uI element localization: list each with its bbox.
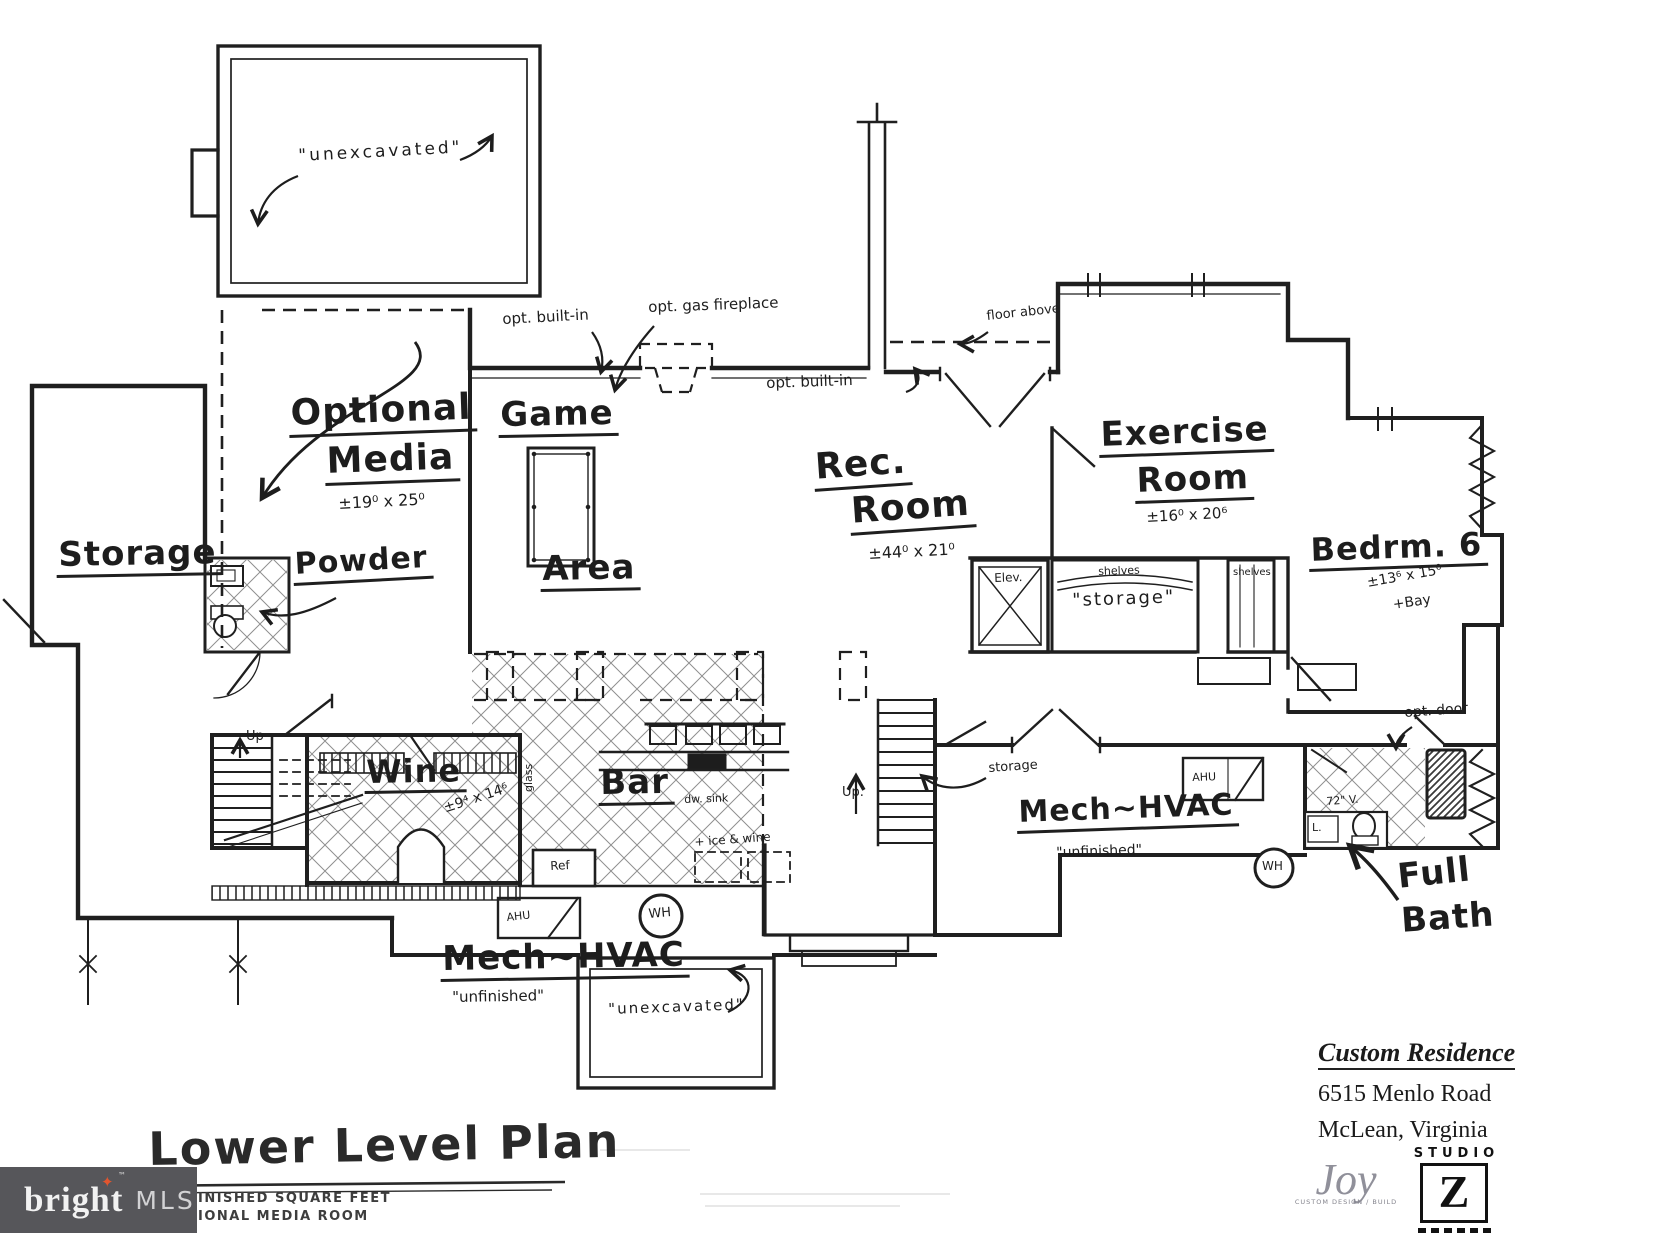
- stairs-center: [763, 698, 937, 967]
- joy-builder-logo: Joy CUSTOM DESIGN / BUILD: [1286, 1155, 1406, 1207]
- note-storage-quoted: "storage": [1071, 586, 1176, 611]
- note-unfinished-left: "unfinished": [451, 986, 545, 1006]
- title-underline: [127, 1180, 566, 1194]
- studio-z-square: [1417, 1228, 1426, 1233]
- room-label-rec-line2: Room: [848, 483, 977, 536]
- room-label-wine: Wine: [364, 751, 467, 794]
- chimney-wall: [856, 102, 898, 370]
- joy-logo-wordmark: Joy: [1315, 1155, 1377, 1204]
- bar-fixtures: [518, 722, 791, 937]
- note-wh-left: WH: [647, 905, 672, 922]
- studio-z-wordmark: STUDIO: [1413, 1146, 1500, 1161]
- storage-room-shelves: [1050, 558, 1200, 654]
- title-block-address1: 6515 Menlo Road: [1318, 1081, 1492, 1107]
- sheet-subtitle-sqft: INISHED SQUARE FEET: [198, 1191, 392, 1206]
- room-label-full-bath-line1: Full: [1395, 849, 1473, 897]
- floor-hatching: [207, 560, 1425, 884]
- note-storage-small: storage: [987, 757, 1039, 776]
- bright-mls-logo: bright ✦ ™ MLS: [0, 1167, 197, 1233]
- room-label-optional-media-line2: Media: [324, 436, 461, 486]
- room-label-exercise-line2: Room: [1134, 457, 1255, 504]
- note-opt-built-in-left: opt. built-in: [501, 305, 590, 328]
- room-label-game: Game: [498, 393, 620, 438]
- note-shelves-right: shelves: [1233, 567, 1271, 578]
- rec-room-top-wall: [467, 307, 1061, 375]
- room-label-full-bath-line2: Bath: [1399, 894, 1496, 941]
- studio-z-letter: Z: [1420, 1163, 1488, 1223]
- bright-logo-mls-text: MLS: [135, 1185, 196, 1215]
- ahu-units: [496, 756, 1265, 940]
- joy-logo-tagline: CUSTOM DESIGN / BUILD: [1294, 1198, 1398, 1206]
- dims-rec-room: ±44⁰ x 21⁰: [867, 539, 956, 563]
- elevator: [970, 558, 1050, 654]
- shelves-cabinet-right: [1226, 558, 1276, 654]
- room-label-powder: Powder: [292, 540, 434, 586]
- room-label-rec-line1: Rec.: [812, 441, 913, 492]
- note-unfinished-right: "unfinished": [1055, 842, 1143, 861]
- note-shelves-center: shelves: [1097, 563, 1140, 578]
- wine-room-walls: [210, 733, 522, 901]
- pool-table: [526, 446, 596, 568]
- title-block-address2: McLean, Virginia: [1318, 1117, 1488, 1143]
- powder-room-fixtures: [203, 556, 291, 699]
- note-glass: glass: [522, 763, 535, 792]
- studio-z-square: [1456, 1228, 1465, 1233]
- studio-z-logo: STUDIO Z DESIGN CONCEPTS: [1406, 1146, 1502, 1233]
- studio-z-square: [1482, 1228, 1491, 1233]
- scan-artifacts: [600, 1149, 950, 1207]
- note-opt-gas-fireplace: opt. gas fireplace: [647, 293, 779, 316]
- note-dw-sink: dw. sink: [683, 791, 729, 806]
- studio-z-squares: [1406, 1228, 1502, 1233]
- unexcavated-top-walls: [190, 44, 542, 298]
- bathroom-fixtures: [1303, 748, 1497, 850]
- room-label-optional-media-line1: Optional: [288, 387, 478, 438]
- room-label-storage: Storage: [56, 532, 222, 578]
- room-label-bar: Bar: [598, 762, 675, 806]
- leader-arrows: [230, 132, 1413, 1013]
- room-label-mech-hvac-left: Mech~HVAC: [440, 935, 691, 982]
- door-leaves: [226, 366, 1447, 754]
- room-label-bedroom-6: Bedrm. 6: [1308, 525, 1488, 572]
- lower-right-walls: [933, 743, 1500, 937]
- refrigerator: [531, 848, 597, 888]
- sheet-subtitle-media: IONAL MEDIA ROOM: [198, 1209, 369, 1224]
- toilet: [1352, 812, 1376, 840]
- note-up-center: Up.: [842, 785, 864, 800]
- dims-optional-media: ±19⁰ x 25⁰: [337, 489, 426, 513]
- room-label-exercise-line1: Exercise: [1098, 409, 1275, 458]
- water-heaters: [638, 847, 1295, 939]
- mech-room-walls-bottom: [390, 916, 937, 1090]
- studio-z-square: [1430, 1228, 1439, 1233]
- stairs-left: [211, 693, 364, 850]
- room-label-area: Area: [540, 547, 641, 592]
- note-vanity-72: 72" V.: [1325, 792, 1359, 808]
- dims-exercise-room: ±16⁰ x 20⁶: [1145, 503, 1228, 526]
- dashed-walls: [220, 308, 1052, 845]
- studio-z-square: [1443, 1228, 1452, 1233]
- note-linen: L.: [1312, 821, 1322, 834]
- shower: [1425, 748, 1467, 820]
- note-opt-built-in-right: opt. built-in: [765, 370, 853, 392]
- note-wh-right: WH: [1262, 859, 1283, 873]
- note-ahu-right: AHU: [1191, 770, 1217, 784]
- bedroom-bay-walls: [1288, 407, 1504, 850]
- note-ahu-left: AHU: [505, 908, 531, 924]
- storage-left-walls: [2, 383, 395, 1005]
- bright-logo-wordmark: bright: [24, 1180, 124, 1219]
- sheet-title: Lower Level Plan: [147, 1113, 621, 1176]
- note-up-left: Up: [246, 729, 264, 744]
- title-block-project: Custom Residence: [1318, 1040, 1516, 1070]
- exercise-room-walls: [1050, 273, 1351, 560]
- studio-z-square: [1469, 1228, 1478, 1233]
- note-ref: Ref: [549, 857, 571, 873]
- bright-logo-trademark: ™: [118, 1171, 126, 1180]
- bright-logo-star-icon: ✦: [101, 1173, 114, 1191]
- note-opt-door: opt. door: [1403, 700, 1469, 721]
- note-elevator: Elev.: [993, 570, 1023, 585]
- bedroom-builtins: [1197, 657, 1357, 691]
